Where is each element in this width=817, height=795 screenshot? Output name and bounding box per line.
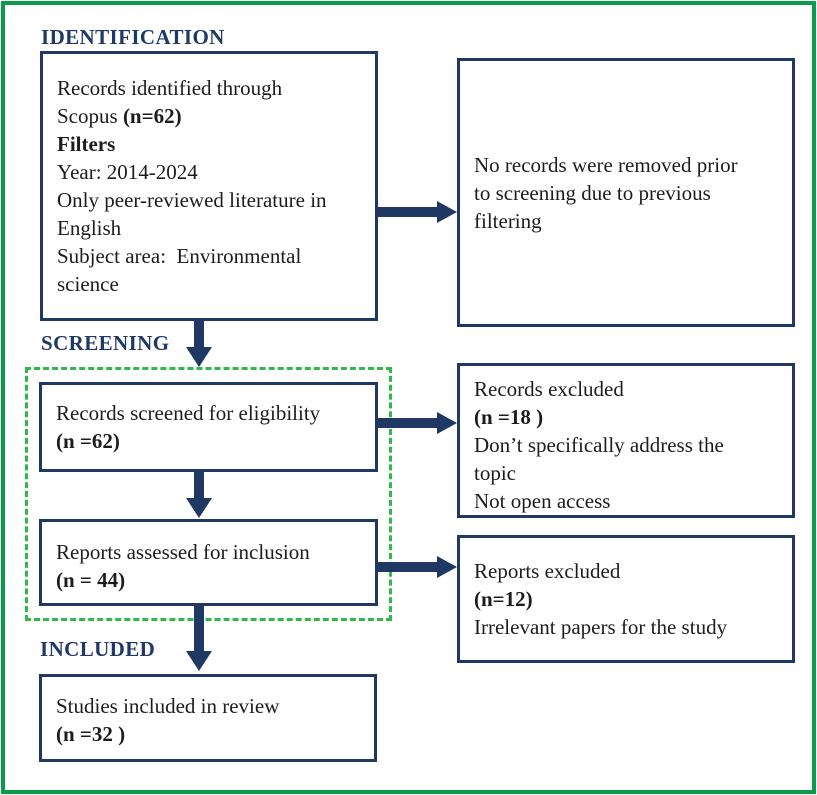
count-value: (n =62) <box>56 429 120 453</box>
box-text-line: Don’t specifically address the <box>474 433 724 457</box>
box-text-line: English <box>57 216 122 240</box>
stage-label-included: INCLUDED <box>40 637 156 661</box>
box-text-line: Records identified through <box>57 76 283 100</box>
box-text-line: Irrelevant papers for the study <box>474 615 728 639</box>
records-identified-box: Records identified through Scopus (n=62)… <box>40 51 378 321</box>
arrow-right-icon <box>437 412 457 434</box>
arrow-right-icon <box>437 556 457 578</box>
records-excluded-box: Records excluded (n =18 ) Don’t specific… <box>457 363 795 518</box>
box-text-line: filtering <box>474 208 542 233</box>
box-text-line: Scopus (n=62) <box>57 102 365 130</box>
box-text-segment: Scopus <box>57 104 123 128</box>
stage-label-screening: SCREENING <box>41 331 170 355</box>
reports-excluded-box: Reports excluded (n=12) Irrelevant paper… <box>457 535 795 663</box>
reports-assessed-box: Reports assessed for inclusion (n = 44) <box>39 519 378 606</box>
box-text-line: Filters <box>57 132 116 156</box>
count-value: (n =18 ) <box>474 405 544 429</box>
box-text-line: Records screened for eligibility <box>56 401 321 425</box>
box-text-line: Subject area: Environmental <box>57 244 302 268</box>
arrow-right-shaft <box>378 562 437 572</box>
box-text-line: to screening due to previous <box>474 180 711 205</box>
arrow-down-icon <box>186 498 212 518</box>
box-text-line: Studies included in review <box>56 694 280 718</box>
box-text-line: No records were removed prior <box>474 152 738 177</box>
box-text-line: topic <box>474 461 516 485</box>
arrow-right-shaft <box>378 418 437 428</box>
arrow-down-icon <box>186 651 212 671</box>
arrow-right-icon <box>437 201 457 223</box>
arrow-down-shaft <box>194 605 204 651</box>
records-screened-box: Records screened for eligibility (n =62) <box>39 382 378 472</box>
box-text-line: Reports excluded <box>474 559 621 583</box>
count-value: (n = 44) <box>56 568 126 592</box>
box-text-line: Records excluded <box>474 377 624 401</box>
box-text-line: Reports assessed for inclusion <box>56 540 310 564</box>
box-text-line: Only peer-reviewed literature in <box>57 188 327 212</box>
count-value: (n =32 ) <box>56 722 126 746</box>
box-text-line: Year: 2014-2024 <box>57 160 198 184</box>
no-records-removed-box: No records were removed prior to screeni… <box>457 58 795 327</box>
box-text-line: Not open access <box>474 489 611 513</box>
count-value: (n=12) <box>474 587 533 611</box>
stage-label-identification: IDENTIFICATION <box>41 25 225 49</box>
arrow-down-shaft <box>194 321 204 347</box>
arrow-right-shaft <box>377 207 437 217</box>
arrow-down-shaft <box>194 471 204 498</box>
screening-dashed-group-border <box>25 367 392 621</box>
box-text-line: science <box>57 272 119 296</box>
studies-included-box: Studies included in review (n =32 ) <box>39 674 377 762</box>
arrow-down-icon <box>186 347 212 367</box>
count-value: (n=62) <box>122 104 182 128</box>
